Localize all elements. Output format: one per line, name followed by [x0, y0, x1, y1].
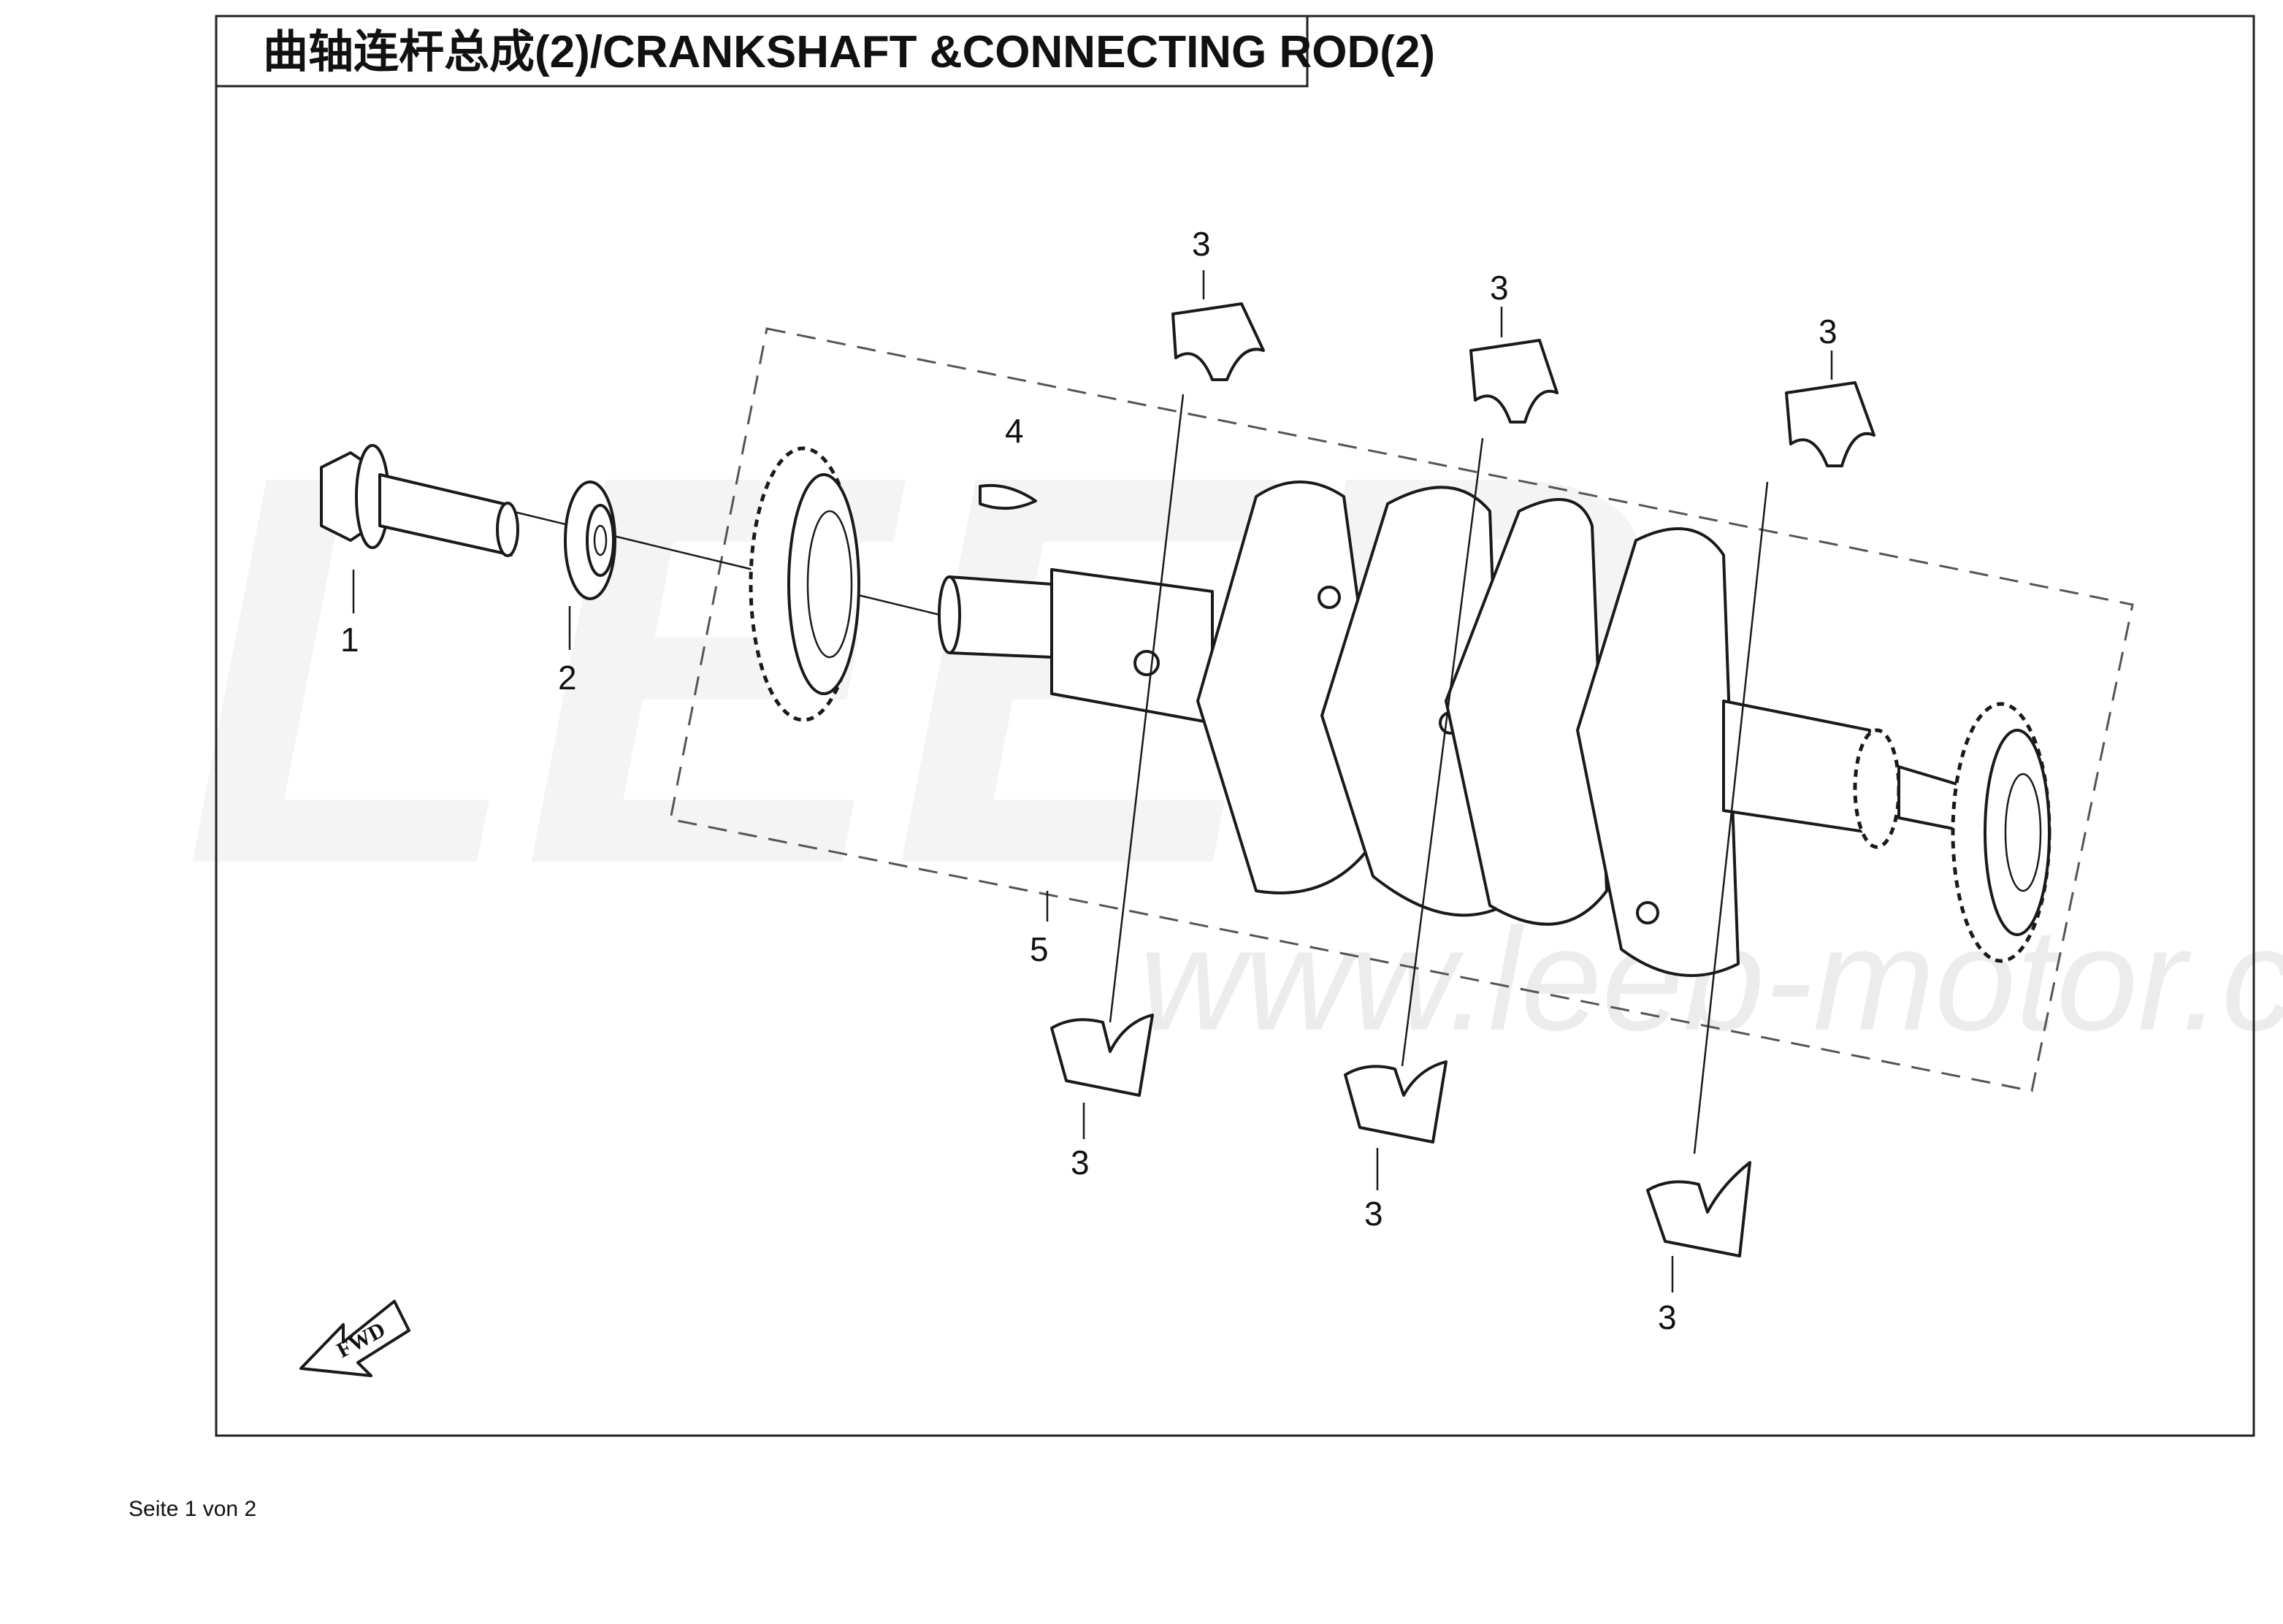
bearing-top-1 — [1171, 302, 1265, 381]
leader-bearing-1 — [1109, 394, 1185, 1023]
callout-4: 4 — [1005, 412, 1024, 450]
fwd-arrow-icon: FWD — [299, 1300, 410, 1377]
crank-gear-left — [749, 446, 860, 722]
callout-1: 1 — [340, 621, 359, 659]
callout-3f: 3 — [1658, 1298, 1677, 1336]
crankshaft — [938, 480, 1973, 977]
crank-gear-right — [1951, 702, 2051, 963]
diagram-title: 曲轴连杆总成(2)/CRANKSHAFT &CONNECTING ROD(2) — [263, 27, 1435, 77]
bearing-top-3 — [1785, 381, 1875, 467]
part-1-bolt — [320, 444, 519, 557]
callout-3d: 3 — [1071, 1144, 1090, 1181]
bearing-top-2 — [1469, 339, 1559, 424]
assembly-boundary — [669, 327, 2134, 1092]
bearing-bottom-2 — [1344, 1060, 1448, 1144]
bearing-bottom-1 — [1050, 1014, 1154, 1097]
callout-2: 2 — [558, 659, 577, 697]
callout-3e: 3 — [1364, 1195, 1383, 1233]
part-4-key — [979, 483, 1037, 510]
title-box — [216, 15, 1309, 88]
bearing-bottom-3 — [1646, 1161, 1751, 1257]
callout-3b: 3 — [1490, 269, 1509, 307]
callout-3a: 3 — [1192, 225, 1211, 263]
page-indicator: Seite 1 von 2 — [129, 1497, 257, 1521]
part-2-washer — [564, 480, 616, 600]
leader-bearing-3 — [1693, 481, 1769, 1154]
leader-bearing-2 — [1401, 437, 1484, 1067]
callout-5: 5 — [1030, 930, 1049, 968]
callout-3c: 3 — [1819, 313, 1838, 351]
